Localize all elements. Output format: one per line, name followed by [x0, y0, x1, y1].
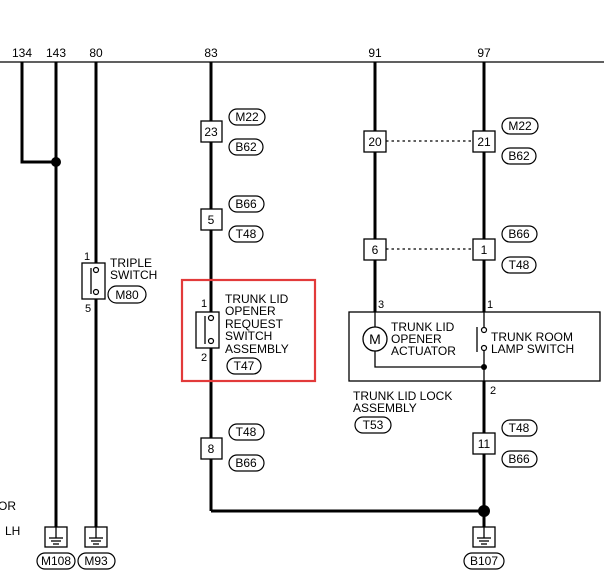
actuator-label-3: ACTUATOR: [391, 344, 456, 358]
request-switch-pin-top: 1: [201, 298, 207, 310]
request-switch-label-5: ASSEMBLY: [225, 342, 289, 356]
svg-text:B62: B62: [508, 149, 530, 163]
connector-8: 8 T48 B66: [200, 423, 265, 472]
svg-text:M: M: [369, 331, 381, 347]
svg-text:1: 1: [481, 243, 488, 257]
svg-text:M93: M93: [84, 554, 108, 568]
request-switch-label-4: SWITCH: [225, 329, 272, 343]
connector-6-1: 6 1 B66 T48: [363, 225, 538, 274]
svg-text:M108: M108: [41, 554, 71, 568]
ground-b107: B107: [463, 526, 505, 570]
wire-134: [20, 62, 56, 164]
wire-label-97: 97: [477, 46, 491, 60]
svg-text:B66: B66: [508, 227, 530, 241]
triple-switch: 1 5 TRIPLE SWITCH M80: [81, 251, 157, 315]
svg-text:T48: T48: [236, 227, 257, 241]
svg-text:M22: M22: [508, 119, 532, 133]
svg-text:8: 8: [208, 442, 215, 456]
wire-label-143: 143: [46, 46, 66, 60]
wire-label-134: 134: [12, 46, 32, 60]
request-switch-label-1: TRUNK LID: [225, 292, 289, 306]
svg-text:20: 20: [368, 135, 382, 149]
request-switch-assembly: 1 2 TRUNK LID OPENER REQUEST SWITCH ASSE…: [195, 292, 289, 375]
svg-text:6: 6: [372, 243, 379, 257]
svg-text:T48: T48: [509, 258, 530, 272]
connector-20-21: 20 21 M22 B62: [363, 117, 539, 165]
left-partial-text-1: OR: [0, 499, 16, 513]
triple-switch-pin-bottom: 5: [85, 303, 91, 315]
request-switch-connector: T47: [234, 359, 255, 373]
lamp-switch-label-2: LAMP SWITCH: [491, 342, 574, 356]
svg-text:T48: T48: [236, 425, 257, 439]
actuator-label-1: TRUNK LID: [391, 320, 455, 334]
request-switch-label-2: OPENER: [225, 304, 276, 318]
svg-text:T48: T48: [509, 421, 530, 435]
svg-text:23: 23: [204, 125, 218, 139]
ground-splice-dot: [478, 505, 490, 517]
lock-pin-3: 3: [378, 299, 384, 311]
triple-switch-label-1: TRIPLE: [110, 256, 152, 270]
request-switch-label-3: REQUEST: [225, 317, 284, 331]
connector-5: 5 B66 T48: [200, 195, 265, 243]
wire-label-91: 91: [368, 46, 382, 60]
svg-text:11: 11: [478, 437, 491, 451]
wire-label-80: 80: [89, 46, 103, 60]
lock-pin-2: 2: [490, 385, 496, 397]
lamp-switch-label-1: TRUNK ROOM: [491, 330, 573, 344]
lock-assembly-connector: T53: [363, 418, 384, 432]
ground-m93: M93: [77, 526, 116, 570]
svg-text:B66: B66: [235, 456, 257, 470]
left-partial-text-2: LH: [5, 524, 20, 538]
svg-text:B66: B66: [235, 197, 257, 211]
connector-11: 11 T48 B66: [472, 419, 538, 468]
triple-switch-pin-top: 1: [84, 251, 90, 263]
connector-23: 23 M22 B62: [200, 108, 266, 156]
actuator-label-2: OPENER: [391, 332, 442, 346]
svg-text:B66: B66: [508, 452, 530, 466]
lock-assembly-label-2: ASSEMBLY: [353, 401, 417, 415]
request-switch-pin-bottom: 2: [201, 352, 207, 364]
wire-label-83: 83: [204, 46, 218, 60]
lock-pin-1: 1: [487, 299, 493, 311]
ground-m108: M108: [36, 526, 76, 570]
triple-switch-connector: M80: [115, 288, 139, 302]
trunk-lid-lock-assembly: 3 1 M TRUNK LID OPENER ACTUATOR TRUNK RO…: [348, 299, 601, 397]
svg-text:B107: B107: [470, 554, 498, 568]
svg-text:M22: M22: [235, 110, 259, 124]
lock-assembly-label-1: TRUNK LID LOCK: [353, 389, 452, 403]
svg-text:B62: B62: [235, 140, 257, 154]
svg-text:21: 21: [477, 135, 491, 149]
triple-switch-label-2: SWITCH: [110, 268, 157, 282]
svg-text:5: 5: [208, 213, 215, 227]
highlight-frame: [180, 278, 317, 383]
